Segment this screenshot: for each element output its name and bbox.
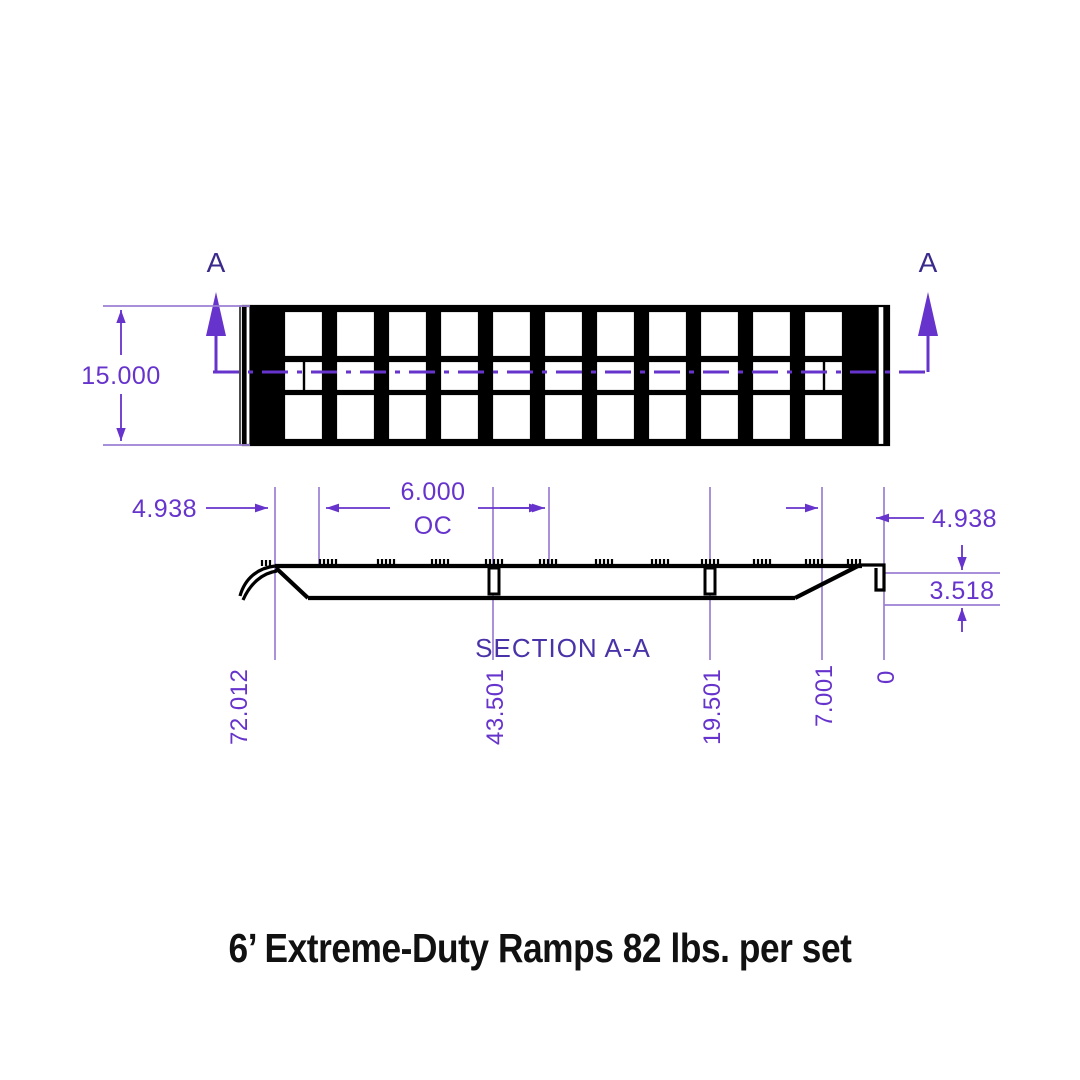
plan-cell — [646, 359, 689, 393]
section-nose-curve-outer — [238, 564, 276, 597]
plan-cell — [646, 309, 689, 359]
plan-cell — [386, 392, 429, 442]
dimension-right-offset-label: 4.938 — [932, 505, 997, 533]
plan-cell — [490, 392, 533, 442]
plan-cell — [334, 392, 377, 442]
section-arrow-right-letter: A — [919, 247, 938, 278]
station-label-72: 72.012 — [226, 669, 253, 745]
tread-cluster — [430, 559, 450, 566]
section-right-web — [794, 563, 861, 600]
section-stiffener — [703, 566, 717, 596]
section-arrow-left-letter: A — [207, 247, 226, 278]
plan-cell — [490, 309, 533, 359]
section-tread-marks — [260, 559, 862, 566]
plan-cell — [282, 392, 325, 442]
section-arrow-right-head — [918, 292, 938, 336]
tread-cluster — [752, 559, 772, 566]
plan-left-rail-inner — [245, 305, 251, 446]
plan-cell — [334, 309, 377, 359]
tread-cluster — [700, 559, 720, 566]
plan-cell — [490, 359, 533, 393]
tread-cluster — [538, 559, 558, 566]
tread-cluster — [318, 559, 338, 566]
plan-cells — [282, 309, 845, 442]
dimension-oc-value: 6.000 — [400, 478, 465, 506]
tread-cluster — [594, 559, 614, 566]
section-arrow-left: A — [206, 247, 226, 372]
dimension-section-height-label: 3.518 — [929, 577, 994, 605]
tread-cluster — [804, 559, 824, 566]
plan-cell — [802, 392, 845, 442]
plan-cell — [334, 359, 377, 393]
drawing-caption: 6’ Extreme-Duty Ramps 82 lbs. per set — [228, 925, 852, 971]
dimension-section-height: 3.518 — [884, 545, 1000, 632]
plan-cell — [594, 359, 637, 393]
station-label-7: 7.001 — [811, 664, 838, 727]
section-stiffener — [487, 566, 501, 596]
tread-cluster — [260, 560, 272, 566]
section-arrow-left-head — [206, 292, 226, 336]
plan-cell — [438, 309, 481, 359]
plan-cell — [698, 359, 741, 393]
station-label-43: 43.501 — [482, 669, 509, 745]
plan-cell — [282, 309, 325, 359]
plan-cell — [542, 392, 585, 442]
section-view-title: SECTION A-A — [475, 633, 651, 663]
plan-cell — [698, 309, 741, 359]
station-label-0: 0 — [873, 670, 900, 684]
plan-cell — [438, 392, 481, 442]
dimension-left-offset: 4.938 — [132, 495, 268, 523]
plan-cell — [698, 392, 741, 442]
plan-cell — [802, 309, 845, 359]
plan-cell — [594, 392, 637, 442]
plan-cell — [594, 309, 637, 359]
plan-cell — [542, 359, 585, 393]
dimension-oc-unit: OC — [414, 512, 453, 540]
section-right-hook — [860, 563, 886, 592]
section-nose-curve-inner — [241, 569, 278, 601]
dimension-spacing-oc: 6.000 OC — [326, 478, 545, 540]
plan-cell — [386, 309, 429, 359]
tread-cluster — [484, 559, 504, 566]
section-stiffeners — [487, 566, 717, 596]
plan-outline — [241, 304, 891, 447]
section-arrow-right: A — [918, 247, 938, 372]
station-label-19: 19.501 — [699, 669, 726, 745]
tread-cluster — [650, 559, 670, 566]
section-profile — [238, 563, 886, 601]
plan-cell — [646, 392, 689, 442]
tread-cluster — [846, 559, 862, 566]
plan-cell — [438, 359, 481, 393]
dimension-left-offset-label: 4.938 — [132, 495, 197, 523]
plan-cell — [750, 309, 793, 359]
plan-right-rail — [877, 305, 885, 446]
plan-cell — [750, 392, 793, 442]
dimension-right-offset: 4.938 — [786, 503, 997, 533]
tread-cluster — [376, 559, 396, 566]
plan-cell — [542, 309, 585, 359]
section-left-web — [274, 566, 310, 600]
plan-cell — [750, 359, 793, 393]
station-labels: 72.012 43.501 19.501 7.001 0 — [226, 664, 900, 745]
plan-cell — [386, 359, 429, 393]
dimension-height-label: 15.000 — [81, 362, 160, 390]
dimension-height: 15.000 — [81, 305, 250, 446]
plan-view — [239, 304, 891, 447]
